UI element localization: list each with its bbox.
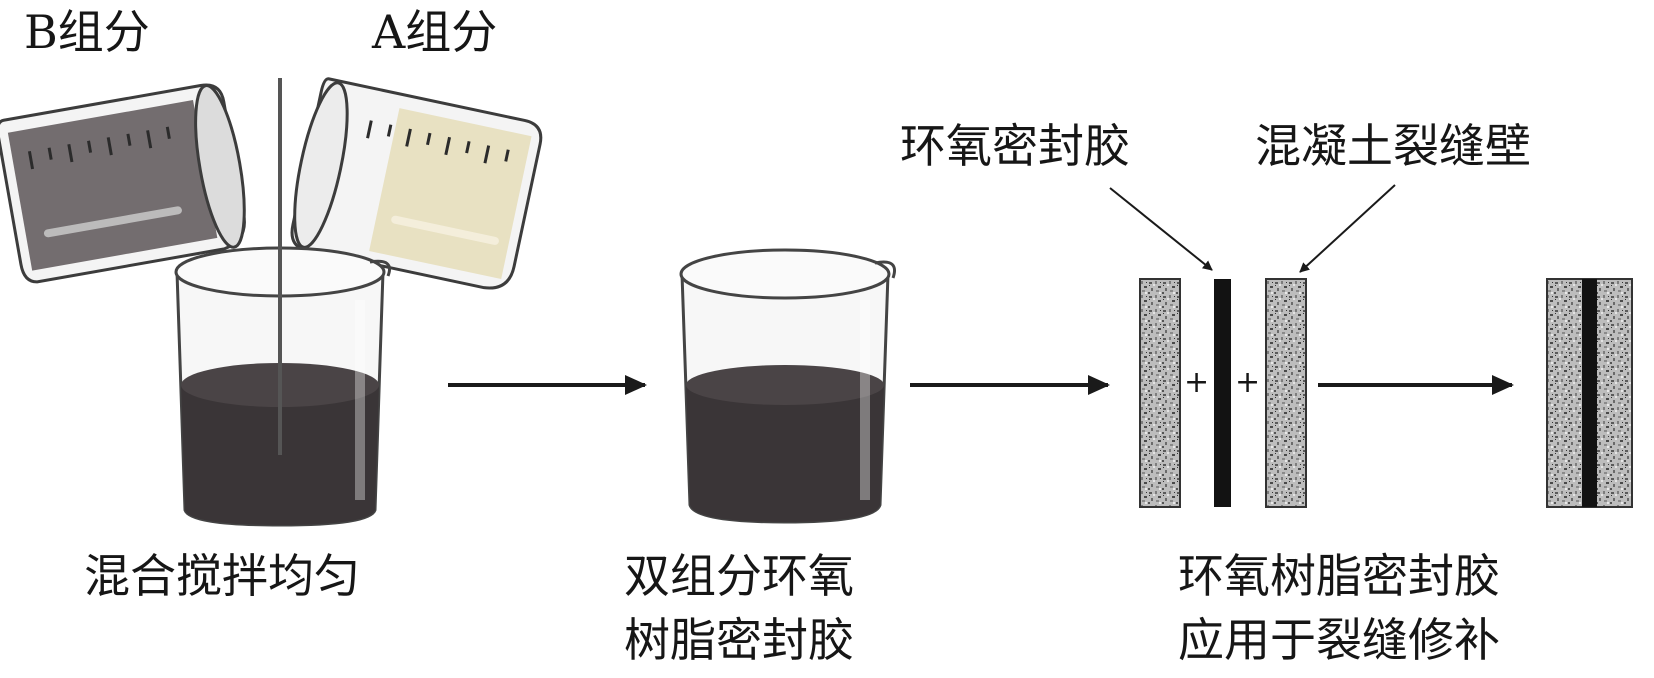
crack-wall-label: 混凝土裂缝壁 [1255,119,1531,173]
epoxy-sealant-label: 环氧密封胶 [900,119,1130,173]
step-3-caption-line-2: 应用于裂缝修补 [1178,613,1500,667]
plus-sign-left: + [1184,365,1210,400]
component-b-label: B组分 [24,5,150,59]
step-2-caption-line-2: 树脂密封胶 [624,613,854,667]
step-1-caption: 混合搅拌均匀 [84,549,360,603]
sealant-strip-icon [1214,279,1231,507]
beaker-a-icon [290,77,543,290]
mixing-beaker-icon [174,246,391,527]
step-3-caption-line-1: 环氧树脂密封胶 [1178,549,1500,603]
step-2-caption-line-1: 双组分环氧 [624,549,854,603]
plus-sign-right: + [1235,365,1261,400]
pointer-arrow-sealant-icon [1109,187,1213,271]
sealant-beaker-icon [679,248,896,524]
concrete-block-right-icon [1265,278,1307,508]
concrete-block-left-icon [1139,278,1181,508]
beaker-b-icon [0,83,246,284]
pointer-arrow-wall-icon [1299,184,1396,273]
component-a-label: A组分 [372,5,498,59]
repaired-crack-icon [1546,278,1633,508]
